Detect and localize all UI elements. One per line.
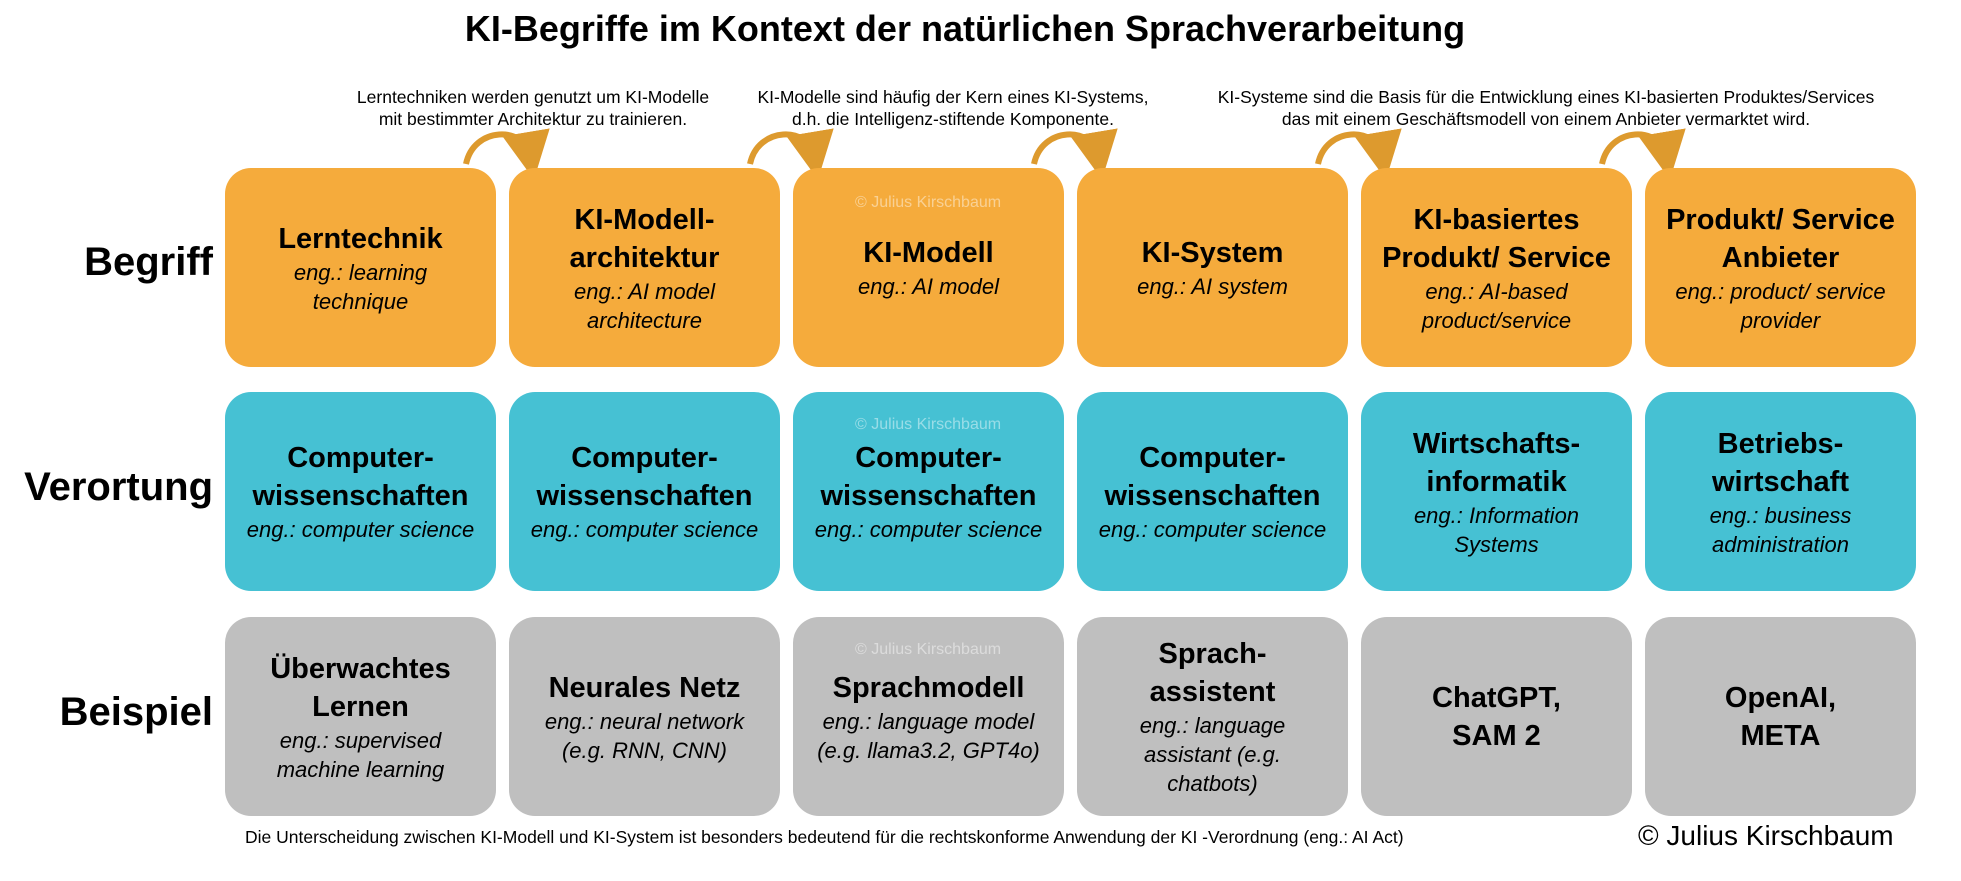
arrow-icon [1031, 128, 1118, 180]
box-term: Produkt/ Service Anbieter [1666, 203, 1895, 274]
arrow-icon [463, 128, 550, 180]
diagram-title: KI-Begriffe im Kontext der natürlichen S… [464, 8, 1466, 49]
box-term: Betriebs- wirtschaft [1712, 427, 1849, 498]
verortung-box-4: Computer- wissenschaften eng.: computer … [1077, 392, 1348, 591]
begriff-box-ki-system: KI-System eng.: AI system [1077, 168, 1348, 367]
beispiel-box-1: Überwachtes Lernen eng.: supervised mach… [225, 617, 496, 816]
begriff-box-anbieter: Produkt/ Service Anbieter eng.: product/… [1645, 168, 1916, 367]
box-term: Wirtschafts- informatik [1412, 427, 1581, 498]
beispiel-box-2: Neurales Netz eng.: neural network (e.g.… [509, 617, 780, 816]
box-english: eng.: product/ service provider [1675, 278, 1886, 333]
verortung-box-5: Wirtschafts- informatik eng.: Informatio… [1361, 392, 1632, 591]
verortung-box-6: Betriebs- wirtschaft eng.: business admi… [1645, 392, 1916, 591]
box-term: ChatGPT, SAM 2 [1432, 681, 1561, 752]
box-term: KI-System [1141, 237, 1284, 269]
box-term: Computer- wissenschaften [252, 442, 469, 512]
box-term: Computer- wissenschaften [536, 442, 753, 512]
verortung-box-2: Computer- wissenschaften eng.: computer … [509, 392, 780, 591]
beispiel-box-4: Sprach- assistent eng.: language assista… [1077, 617, 1348, 816]
arrow-icon [747, 128, 834, 180]
box-term: Überwachtes Lernen [270, 652, 451, 723]
beispiel-box-6: OpenAI, META [1645, 617, 1916, 816]
note-text: KI-Modelle sind häufig der Kern eines KI… [757, 87, 1149, 129]
box-term: Sprachmodell [832, 671, 1025, 704]
box-term: Sprach- assistent [1149, 638, 1276, 708]
box-english: eng.: computer science [530, 517, 759, 542]
box-term: Computer- wissenschaften [1104, 442, 1321, 512]
box-term: KI-Modell- architektur [569, 203, 720, 274]
box-english: eng.: AI-based product/service [1421, 278, 1572, 333]
note-system-to-produkt: KI-Systeme sind die Basis für die Entwic… [1190, 86, 1902, 130]
box-english: eng.: computer science [814, 517, 1043, 542]
copyright-notice: © Julius Kirschbaum [1638, 820, 1894, 851]
box-english: eng.: learning technique [293, 259, 428, 314]
box-english: eng.: computer science [246, 517, 475, 542]
note-lerntechnik-to-modell: Lerntechniken werden genutzt um KI-Model… [333, 86, 733, 130]
row-label-begriff: Begriff [84, 240, 213, 284]
note-text: KI-Systeme sind die Basis für die Entwic… [1217, 87, 1875, 129]
box-english: eng.: AI system [1137, 274, 1288, 299]
box-term: Lerntechnik [278, 222, 443, 255]
beispiel-box-5: ChatGPT, SAM 2 [1361, 617, 1632, 816]
begriff-box-lerntechnik: Lerntechnik eng.: learning technique [225, 168, 496, 367]
box-english: eng.: AI model [857, 274, 1000, 299]
verortung-box-3: Computer- wissenschaften eng.: computer … [793, 392, 1064, 591]
box-english: eng.: business administration [1709, 502, 1852, 557]
box-term: Computer- wissenschaften [820, 442, 1037, 512]
row-label-beispiel: Beispiel [59, 690, 213, 734]
box-term: OpenAI, META [1724, 681, 1837, 752]
arrow-icon [1315, 128, 1402, 180]
box-english: eng.: neural network (e.g. RNN, CNN) [544, 708, 745, 763]
box-english: eng.: computer science [1098, 517, 1327, 542]
row-label-verortung: Verortung [24, 465, 213, 509]
footnote: Die Unterscheidung zwischen KI-Modell un… [245, 827, 1404, 847]
box-term: KI-basiertes Produkt/ Service [1382, 203, 1611, 274]
note-text: Lerntechniken werden genutzt um KI-Model… [356, 87, 710, 129]
beispiel-box-3: Sprachmodell eng.: language model (e.g. … [793, 617, 1064, 816]
box-english: eng.: language assistant (e.g. chatbots) [1139, 713, 1286, 796]
box-term: KI-Modell [863, 237, 994, 269]
verortung-box-1: Computer- wissenschaften eng.: computer … [225, 392, 496, 591]
box-english: eng.: Information Systems [1413, 502, 1580, 557]
box-english: eng.: AI model architecture [573, 278, 716, 333]
arrow-icon [1599, 128, 1686, 180]
box-english: eng.: supervised machine learning [276, 727, 445, 782]
begriff-box-modellarchitektur: KI-Modell- architektur eng.: AI model ar… [509, 168, 780, 367]
box-term: Neurales Netz [548, 671, 741, 704]
begriff-box-produkt-service: KI-basiertes Produkt/ Service eng.: AI-b… [1361, 168, 1632, 367]
note-modell-to-system: KI-Modelle sind häufig der Kern eines KI… [737, 86, 1169, 130]
begriff-box-ki-modell: KI-Modell eng.: AI model [793, 168, 1064, 367]
box-english: eng.: language model (e.g. llama3.2, GPT… [817, 708, 1040, 763]
